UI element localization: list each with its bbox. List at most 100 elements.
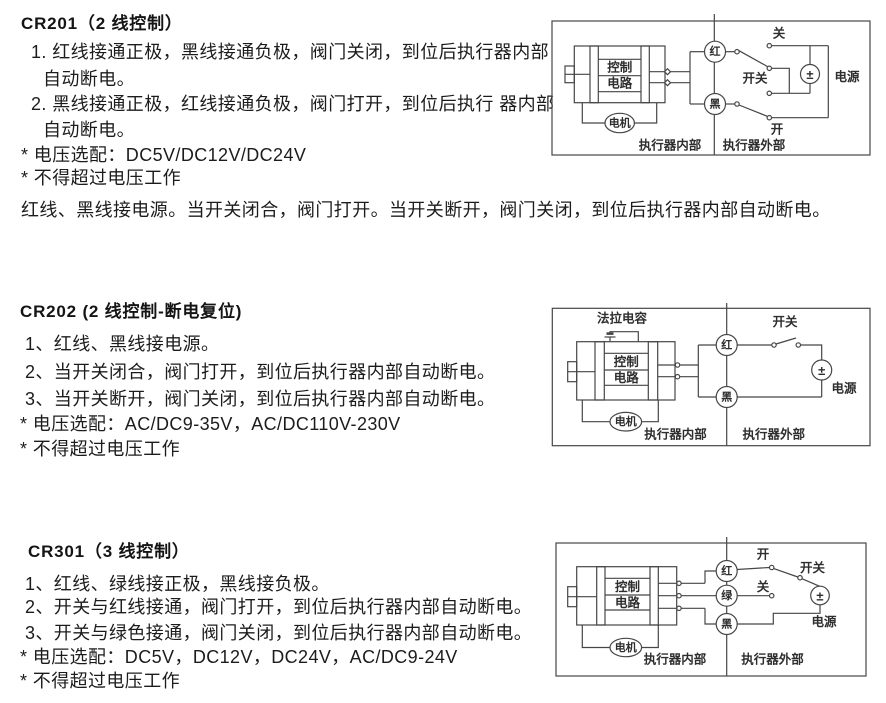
black-wire-node <box>715 612 738 636</box>
switch-terminal <box>797 574 803 581</box>
power-label: 电源 <box>834 69 860 84</box>
connector-node <box>676 605 682 612</box>
switch-label: 开关 <box>800 560 826 575</box>
switch-blade-black <box>738 104 768 117</box>
cr201-line-5: * 电压选配：DC5V/DC12V/DC24V <box>21 145 307 165</box>
connector-node <box>663 78 672 87</box>
polarity-symbol: ± <box>806 67 813 82</box>
cr301-line-3: 3、开关与绿色接通，阀门关闭，到位后执行器内部自动断电。 <box>25 623 533 643</box>
black-wire-label: 黑 <box>721 391 732 404</box>
switch-terminal <box>734 101 740 107</box>
red-wire-node <box>703 40 727 63</box>
green-wire-label: 绿 <box>721 588 733 602</box>
red-wire-label: 红 <box>710 44 721 58</box>
open-label: 开 <box>757 548 770 562</box>
close-label: 关 <box>773 26 786 41</box>
cr301-line-4: * 电压选配：DC5V，DC12V，DC24V，AC/DC9-24V <box>20 647 458 667</box>
cr201-line-3: 2. 黑线接通正极，红线接通负极，阀门打开，到位后执行 器内部 <box>31 94 555 114</box>
actuator-outside-label: 执行器外部 <box>741 652 804 667</box>
diagram-border <box>551 307 871 447</box>
polarity-symbol: ± <box>816 589 823 604</box>
control-label-1: 控制 <box>607 60 632 75</box>
motor-wire-right <box>634 102 658 124</box>
cr301-wiring-diagram: 控制 电路 电机 红 绿 黑 开 开关 关 ± 电源 执行器内部 执行器外部 <box>555 537 867 677</box>
diagram-border <box>551 20 871 156</box>
control-label-2: 电路 <box>614 370 640 385</box>
connector-node <box>676 580 682 587</box>
open-contact <box>768 564 775 571</box>
control-label-1: 控制 <box>614 354 639 369</box>
flange-right <box>649 566 659 626</box>
connector-node <box>674 362 681 368</box>
close-contact <box>768 592 775 599</box>
cr202-wiring-diagram: 法拉电容 控制 电路 电机 红 黑 开关 ± 电源 执行器内部 执行器外部 <box>551 303 871 447</box>
power-source-symbol <box>799 63 821 85</box>
power-source-symbol <box>811 359 833 381</box>
connector-node <box>663 67 672 76</box>
green-wire-node <box>715 584 738 607</box>
flange-left <box>596 566 606 626</box>
black-wire-node <box>715 385 738 409</box>
motor-wire-right <box>641 625 659 649</box>
actuator-inside-label: 执行器内部 <box>644 652 707 667</box>
actuator-inside-label: 执行器内部 <box>639 138 702 153</box>
switch-terminal <box>771 342 777 348</box>
capacitor-label: 法拉电容 <box>597 311 648 326</box>
motor-label: 电机 <box>615 640 637 654</box>
motor-symbol <box>604 112 635 134</box>
switch-terminal <box>795 342 802 348</box>
actuator-outside-label: 执行器外部 <box>743 427 806 442</box>
cr201-line-6: * 不得超过电压工作 <box>21 168 182 188</box>
cr202-line-3: 3、当开关断开，阀门关闭，到位后执行器内部自动断电。 <box>25 389 496 409</box>
cr201-note: 红线、黑线接电源。当开关闭合，阀门打开。当开关断开，阀门关闭，到位后执行器内部自… <box>21 200 831 220</box>
black-wire-label: 黑 <box>710 98 721 111</box>
switch-blade <box>773 568 798 578</box>
power-label: 电源 <box>811 614 837 629</box>
cr301-line-5: * 不得超过电压工作 <box>20 671 181 691</box>
red-wire-node <box>715 559 738 583</box>
close-contact <box>766 42 773 49</box>
switch-blade <box>775 337 797 345</box>
power-label: 电源 <box>831 381 857 396</box>
cr202-line-5: * 不得超过电压工作 <box>20 439 181 459</box>
black-wire-label: 黑 <box>721 618 732 631</box>
flange-right <box>647 341 659 401</box>
motor-symbol <box>609 637 643 658</box>
black-wire-node <box>703 92 727 116</box>
actuator-outside-label: 执行器外部 <box>723 138 786 153</box>
switch-terminal <box>766 65 773 72</box>
flange-left <box>589 45 599 104</box>
section-title-cr202: CR202 (2 线控制-断电复位) <box>20 302 243 321</box>
motor-label: 电机 <box>609 116 631 130</box>
connector-node <box>674 373 681 380</box>
cr301-line-1: 1、红线、绿线接正极，黑线接负极。 <box>25 574 330 594</box>
connector-node <box>676 592 682 599</box>
motor-wire-left <box>581 400 610 423</box>
red-wire-label: 红 <box>721 564 732 578</box>
motor-symbol <box>609 411 643 432</box>
switch-terminal <box>734 48 740 55</box>
cr201-line-4: 自动断电。 <box>43 120 135 140</box>
motor-wire-left <box>581 102 605 124</box>
motor-label: 电机 <box>615 414 637 428</box>
switch-label: 开关 <box>742 70 768 85</box>
cr201-line-1: 1. 红线接通正极，黑线接通负极，阀门关闭，到位后执行器内部 <box>31 42 550 62</box>
switch-blade-red <box>738 50 768 68</box>
control-label-1: 控制 <box>615 579 640 594</box>
cr201-line-2: 自动断电。 <box>43 69 135 89</box>
cr202-line-1: 1、红线、黑线接电源。 <box>25 334 220 354</box>
open-label: 开 <box>771 123 784 137</box>
control-label-2: 电路 <box>615 595 641 610</box>
power-source-symbol <box>810 585 830 606</box>
cr301-line-2: 2、开关与红线接通，阀门打开，到位后执行器内部自动断电。 <box>25 597 533 617</box>
flange-left <box>594 341 605 401</box>
polarity-symbol: ± <box>818 363 825 378</box>
open-contact <box>766 114 773 121</box>
cr202-line-4: * 电压选配：AC/DC9-35V，AC/DC110V-230V <box>20 414 401 434</box>
switch-terminal <box>766 90 773 97</box>
red-wire-node <box>715 333 738 357</box>
cr201-wiring-diagram: 控制 电路 电机 红 黑 关 开 开关 ± 电源 执行器内部 执行器外部 <box>551 14 871 156</box>
section-title-cr201: CR201（2 线控制） <box>21 14 183 33</box>
close-label: 关 <box>757 579 770 594</box>
